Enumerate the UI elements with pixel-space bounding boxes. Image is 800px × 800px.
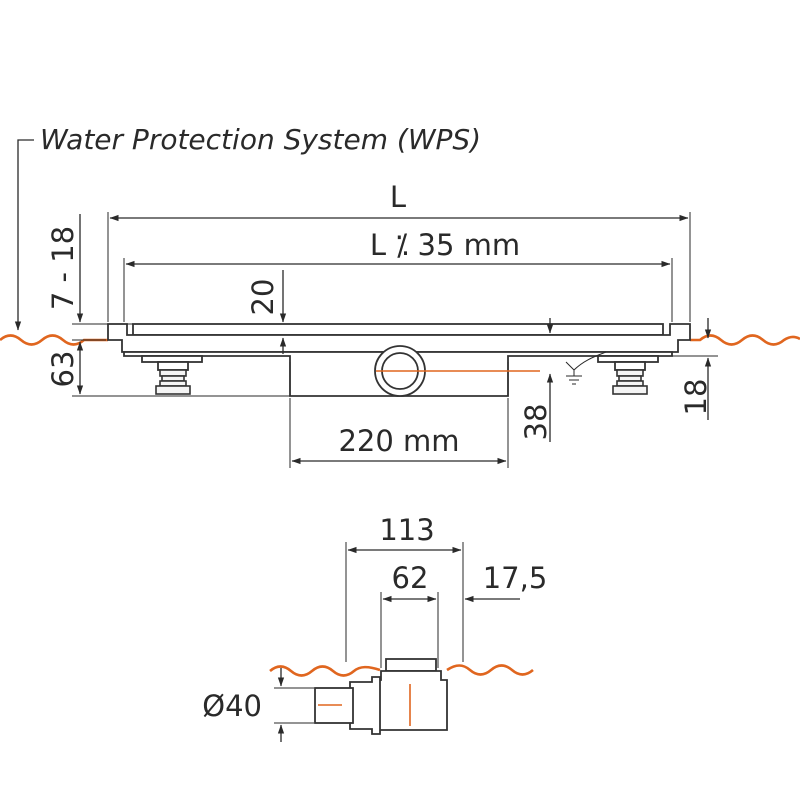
dim-label-7-18: 7 - 18 [46,226,80,310]
side-outlet-socket [349,676,381,735]
floor-line-right [690,334,800,346]
drain-frame [107,323,691,353]
dim-label-63: 63 [46,351,80,388]
floor-line-side-left [269,665,381,677]
dim-label-inner-length: L ⁒ 35 mm [370,228,520,262]
floor-line-side-right [446,664,534,676]
floor-line-left [0,334,108,346]
drain-side-section [314,658,448,735]
wps-title: Water Protection System (WPS) [40,123,481,156]
dim-label-L: L [390,180,406,214]
side-grate-cap [385,658,437,672]
dim-label-20: 20 [246,279,280,316]
drain-grate [132,323,664,336]
dim-label-17-5: 17,5 [483,561,548,595]
wps-leader-line [14,139,34,331]
dim-label-38: 38 [519,404,553,441]
side-channel-housing [377,670,448,731]
dim-label-18: 18 [679,379,713,416]
drain-channel-body [107,323,691,397]
dim-label-62: 62 [392,561,429,595]
adjustable-foot-left [141,355,203,395]
dim-label-220: 220 mm [338,424,459,458]
ground-symbol-icon [565,351,607,385]
dim-label-113: 113 [379,513,434,547]
adjustable-foot-right [597,355,659,395]
dim-label-d40: Ø40 [202,689,262,723]
